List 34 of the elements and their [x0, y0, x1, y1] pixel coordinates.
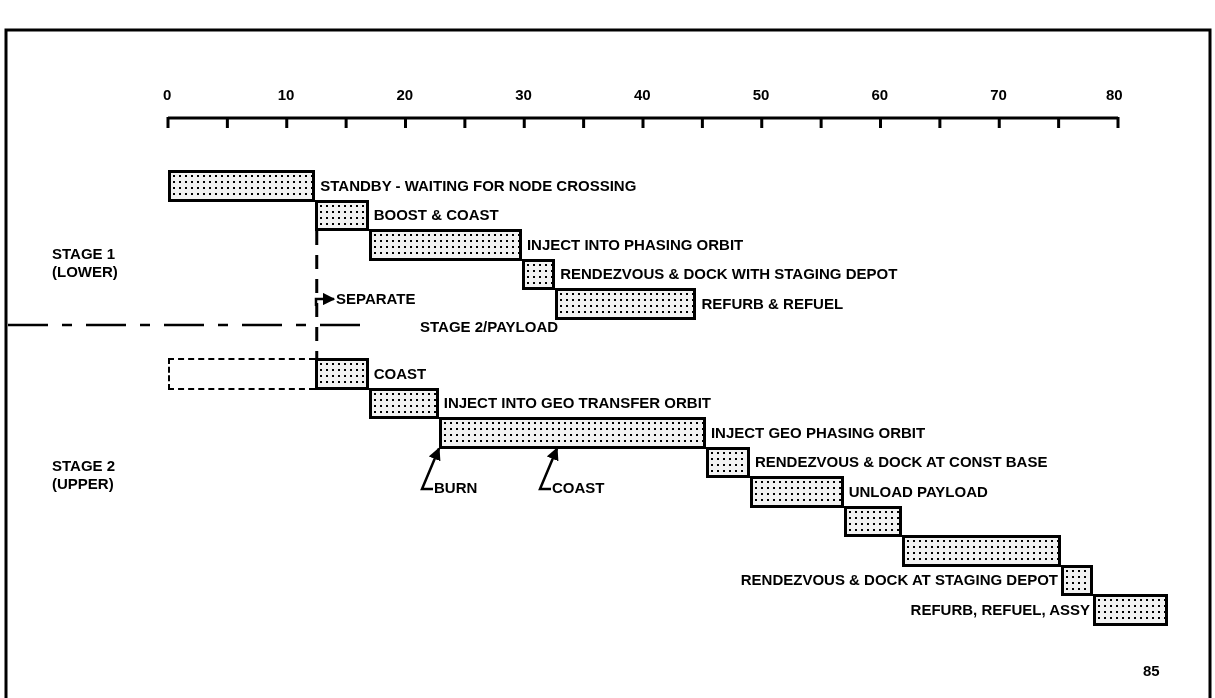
annotation-label: SEPARATE	[336, 290, 416, 308]
section-label: STAGE 2/PAYLOAD	[420, 318, 559, 336]
axis-tick-label: 40	[634, 86, 651, 104]
axis-tick-label: 0	[163, 86, 172, 104]
arrow	[314, 292, 336, 306]
task-label: REFURB, REFUEL, ASSY	[910, 600, 1091, 619]
annotation-label: BURN	[434, 479, 478, 497]
axis-tick-label: 10	[277, 86, 295, 104]
axis-tick-label: 30	[515, 86, 532, 104]
dashed-connector-line	[315, 231, 319, 358]
task-label: COAST	[373, 364, 427, 383]
leader-line	[538, 447, 559, 491]
axis-tick-label: 20	[396, 86, 414, 104]
task-label: INJECT GEO PHASING ORBIT	[710, 423, 926, 442]
annotation-label: COAST	[552, 479, 605, 497]
axis-tick-label: 60	[871, 86, 889, 104]
task-label: UNLOAD PAYLOAD	[848, 482, 988, 501]
task-label: BOOST & COAST	[373, 206, 499, 225]
gantt-bar	[843, 505, 902, 537]
task-label: RENDEZVOUS & DOCK AT CONST BASE	[754, 453, 1048, 472]
task-label: INJECT INTO PHASING ORBIT	[526, 235, 744, 254]
leader-line	[420, 447, 441, 491]
gantt-bar	[901, 535, 1061, 567]
page-number: 85	[1143, 662, 1160, 680]
axis-tick-label: 50	[752, 86, 770, 104]
task-label: STANDBY - WAITING FOR NODE CROSSING	[320, 176, 637, 195]
task-label: RENDEZVOUS & DOCK AT STAGING DEPOT	[740, 571, 1058, 590]
task-label: RENDEZVOUS & DOCK WITH STAGING DEPOT	[560, 265, 898, 284]
task-label: REFURB & REFUEL	[701, 294, 844, 313]
section-label: STAGE 2 (UPPER)	[52, 457, 117, 493]
axis-tick-label: 70	[990, 86, 1007, 104]
task-label: INJECT INTO GEO TRANSFER ORBIT	[443, 394, 711, 413]
axis-tick-label: 80	[1106, 86, 1123, 104]
section-label: STAGE 1 (LOWER)	[52, 245, 119, 281]
